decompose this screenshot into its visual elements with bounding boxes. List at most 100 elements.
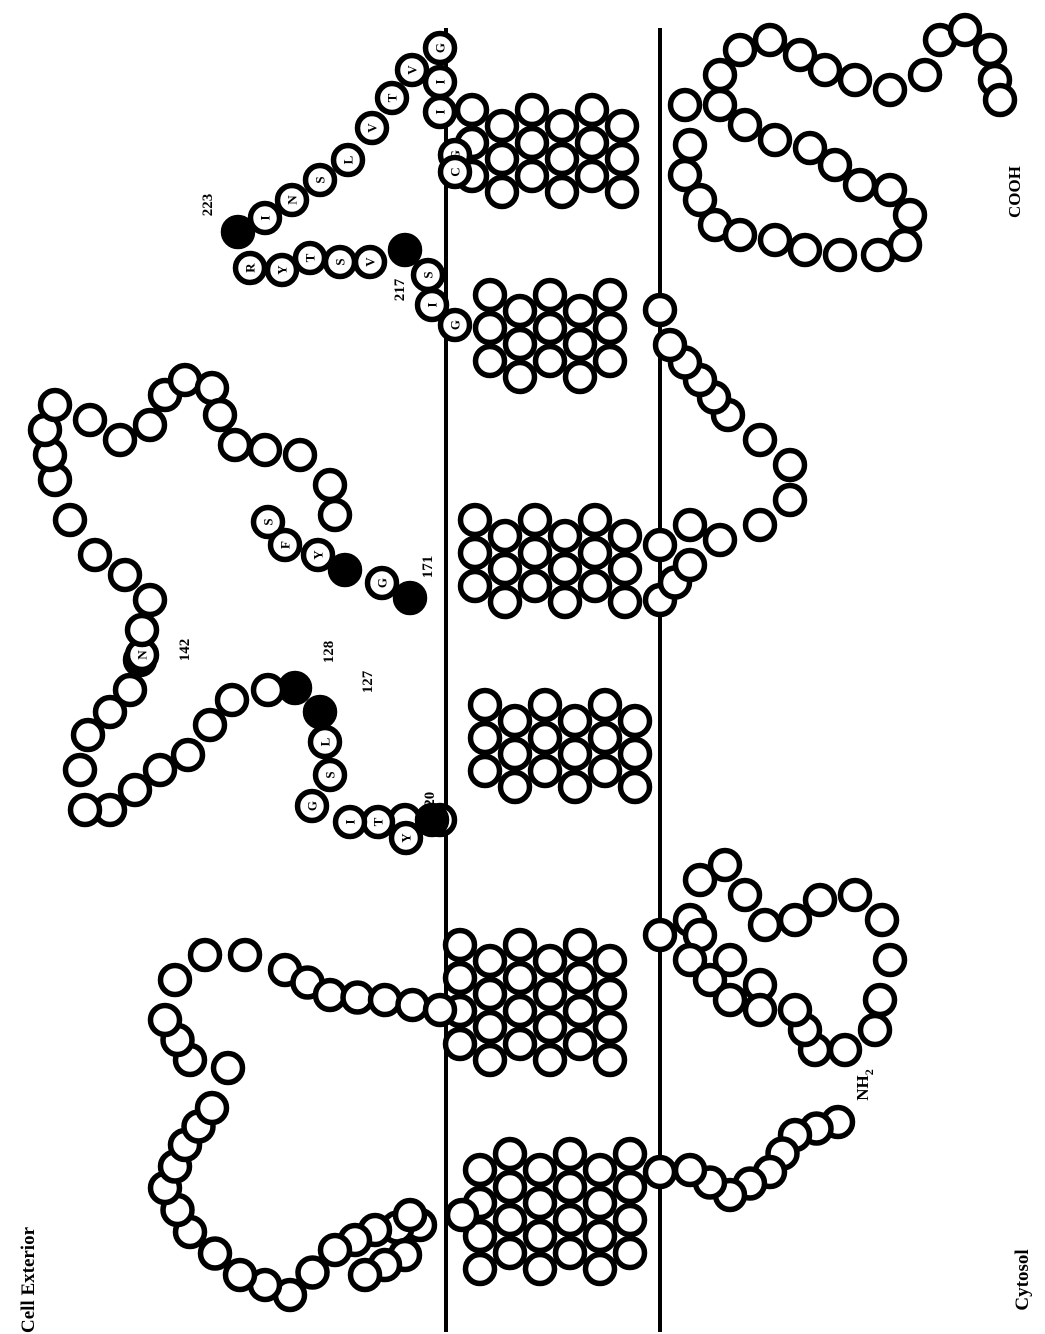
- residue-letter: T: [303, 253, 318, 262]
- residue-circle: [846, 171, 875, 200]
- helix-residue: [476, 947, 505, 976]
- residue-letter: V: [363, 257, 378, 267]
- helix-residue: [596, 980, 625, 1009]
- residue-circle: [56, 506, 85, 535]
- residue-letter: T: [385, 93, 400, 102]
- residue-circle: [151, 1006, 180, 1035]
- residue-circle: [121, 776, 150, 805]
- helix-residue: [566, 330, 595, 359]
- helix-residue: [536, 980, 565, 1009]
- helix-residue: [556, 1206, 585, 1235]
- residue-number-120: 120: [422, 792, 438, 815]
- helix-residue: [616, 1239, 645, 1268]
- helix-residue: [491, 588, 520, 617]
- residue-circle: [866, 986, 895, 1015]
- residue-circle: [646, 531, 675, 560]
- helix-residue: [446, 964, 475, 993]
- residue-circle: [911, 61, 940, 90]
- helix-residue: [476, 347, 505, 376]
- residue-number-171: 171: [420, 556, 436, 579]
- residue-circle: [776, 486, 805, 515]
- helix-residue: [608, 112, 637, 141]
- residue-letter: Y: [275, 265, 290, 275]
- residue-layer: YTIGSLNSFYGGISVSTYRINSLVTVGIIGC: [31, 16, 1015, 1310]
- helix-residue: [496, 1239, 525, 1268]
- residue-letter: Y: [399, 833, 414, 843]
- residue-circle: [161, 966, 190, 995]
- residue-circle: [861, 1016, 890, 1045]
- residue-circle: [146, 756, 175, 785]
- helix-residue: [518, 162, 547, 191]
- residue-letter: I: [433, 109, 448, 114]
- helix-residue: [536, 281, 565, 310]
- helix-residue: [536, 314, 565, 343]
- residue-circle: [726, 36, 755, 65]
- helix-residue: [496, 1140, 525, 1169]
- helix-residue: [536, 1046, 565, 1075]
- residue-circle: [321, 1236, 350, 1265]
- residue-circle: [776, 451, 805, 480]
- helix-residue: [521, 572, 550, 601]
- helix-residue: [488, 178, 517, 207]
- residue-circle: [371, 986, 400, 1015]
- helix-residue: [526, 1189, 555, 1218]
- helix-residue: [501, 707, 530, 736]
- helix-residue: [556, 1140, 585, 1169]
- helix-residue: [518, 129, 547, 158]
- residue-circle: [426, 996, 455, 1025]
- helix-residue: [566, 931, 595, 960]
- residue-circle: [321, 501, 350, 530]
- n-terminus-label: NH2: [853, 1069, 876, 1101]
- helix-residue: [461, 506, 490, 535]
- helix-residue: [476, 281, 505, 310]
- residue-circle: [254, 676, 283, 705]
- helix-residue: [621, 773, 650, 802]
- residue-circle: [198, 1094, 227, 1123]
- residue-circle: [731, 111, 760, 140]
- helix-residue: [621, 707, 650, 736]
- residue-circle: [756, 26, 785, 55]
- residue-circle: [343, 983, 372, 1012]
- residue-circle: [74, 721, 103, 750]
- residue-letter: R: [243, 263, 258, 273]
- helix-residue: [586, 1255, 615, 1284]
- helix-residue: [531, 691, 560, 720]
- residue-letter: I: [258, 215, 273, 220]
- residue-circle: [646, 921, 675, 950]
- residue-circle: [646, 1158, 675, 1187]
- residue-letter: Y: [311, 550, 326, 560]
- helix-residue: [506, 964, 535, 993]
- helix-residue: [526, 1156, 555, 1185]
- helix-residue: [506, 363, 535, 392]
- helix-residue: [551, 588, 580, 617]
- residue-circle: [806, 886, 835, 915]
- residue-letter: L: [341, 155, 356, 164]
- residue-letter: F: [278, 541, 293, 549]
- helix-residue: [501, 773, 530, 802]
- residue-circle: [191, 941, 220, 970]
- residue-circle: [986, 86, 1015, 115]
- helix-residue: [506, 931, 535, 960]
- helix-residue: [561, 740, 590, 769]
- helix-residue: [586, 1189, 615, 1218]
- residue-circle: [751, 911, 780, 940]
- residue-circle: [876, 176, 905, 205]
- highlight-residue-217: [391, 236, 420, 265]
- residue-letter: S: [313, 176, 328, 183]
- residue-circle: [206, 401, 235, 430]
- residue-circle: [66, 756, 95, 785]
- helix-residue: [591, 724, 620, 753]
- residue-circle: [796, 134, 825, 163]
- helix-residue: [596, 281, 625, 310]
- helix-residue: [621, 740, 650, 769]
- residue-circle: [781, 906, 810, 935]
- residue-circle: [196, 711, 225, 740]
- residue-letter: S: [421, 271, 436, 278]
- residue-circle: [231, 941, 260, 970]
- residue-number-128: 128: [321, 641, 337, 664]
- helix-residue: [506, 997, 535, 1026]
- helix-residue: [581, 539, 610, 568]
- residue-circle: [706, 526, 735, 555]
- helix-residue: [476, 980, 505, 1009]
- residue-circle: [676, 551, 705, 580]
